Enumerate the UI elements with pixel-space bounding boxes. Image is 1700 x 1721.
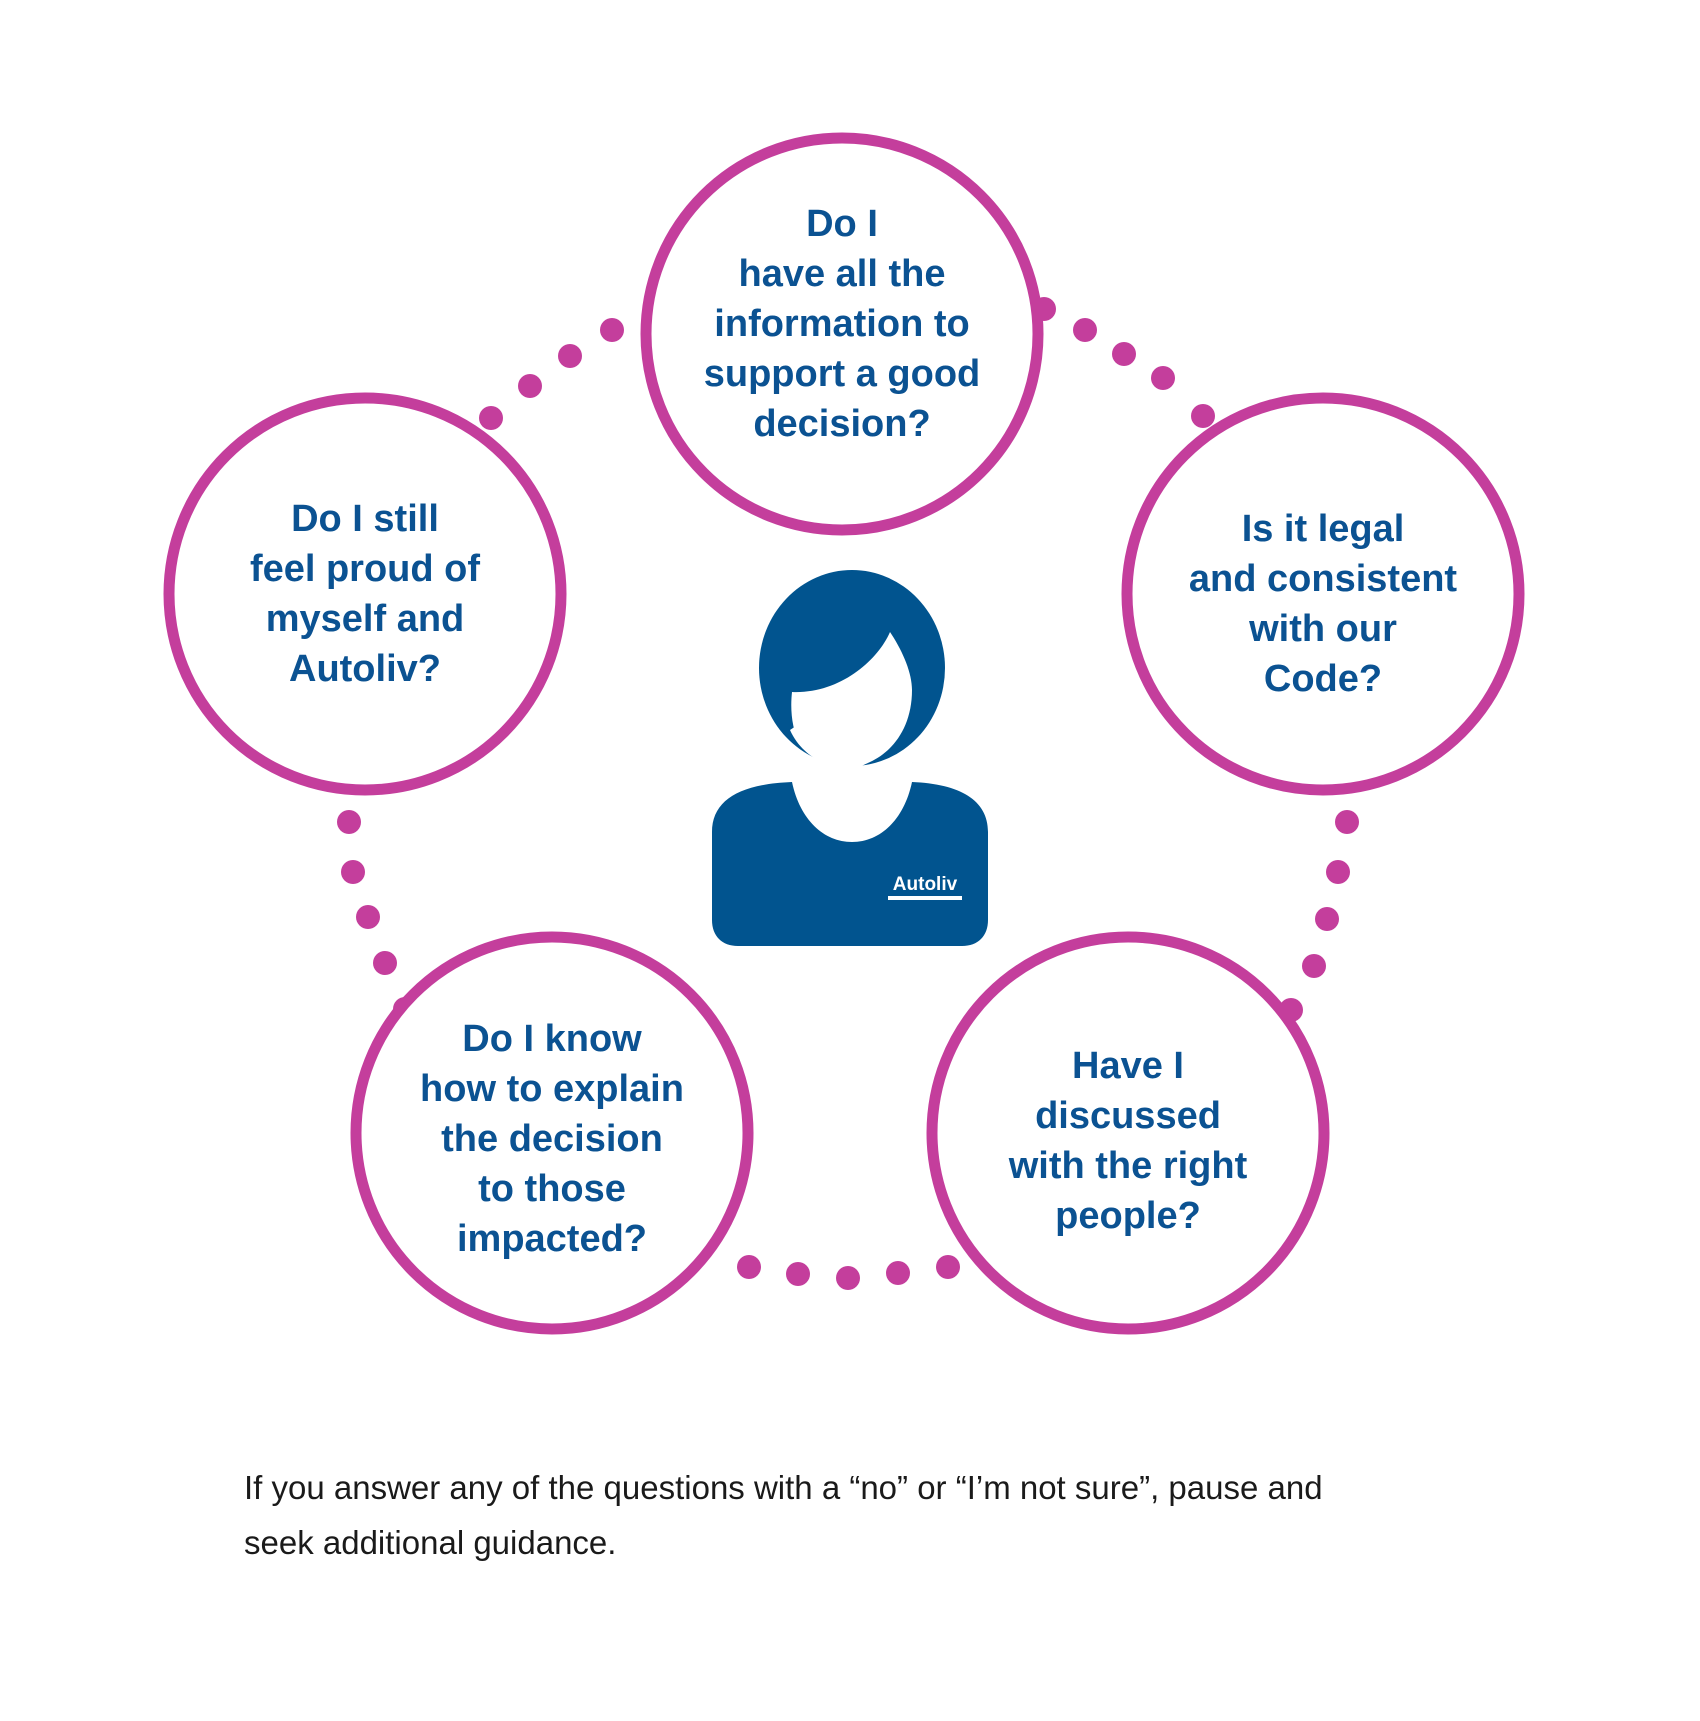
connector-dot [558, 344, 582, 368]
connector-dot [1315, 907, 1339, 931]
connector-dot [518, 374, 542, 398]
question-line: how to explain [420, 1068, 684, 1110]
question-bottom-left: Do I know how to explain the decision to th… [350, 931, 754, 1335]
connector-dot [786, 1262, 810, 1286]
question-line: Is it legal [1242, 508, 1405, 550]
question-line: impacted? [457, 1218, 647, 1260]
connector-dot [600, 318, 624, 342]
question-line: Code? [1264, 658, 1382, 700]
question-line: the decision [441, 1118, 663, 1160]
question-line: support a good [704, 353, 981, 395]
question-line: with the right [1008, 1145, 1248, 1187]
question-circle [640, 132, 1044, 536]
connector-dot [337, 810, 361, 834]
question-line: decision? [753, 403, 930, 445]
question-line: Do I still [291, 498, 439, 540]
question-line: Do I [806, 203, 878, 245]
connector-dot [836, 1266, 860, 1290]
question-line: Do I know [462, 1018, 642, 1060]
autoliv-badge: Autoliv [893, 874, 958, 895]
person-icon: Autoliv [712, 570, 988, 946]
question-line: to those [478, 1168, 626, 1210]
person-neck-left [790, 726, 836, 768]
guidance-note-line-1: If you answer any of the questions with … [244, 1469, 1323, 1506]
question-circle [1121, 392, 1525, 796]
connector-dot [1151, 366, 1175, 390]
question-top: Do I have all the information to support a … [640, 132, 1044, 536]
question-line: have all the [739, 253, 946, 295]
question-line: feel proud of [250, 548, 480, 590]
question-line: information to [714, 303, 969, 345]
question-text: Do I know how to explain the decision to th… [420, 1018, 684, 1260]
question-bottom-right: Have I discussed with the right people? [926, 931, 1330, 1335]
question-line: Have I [1072, 1045, 1184, 1087]
question-line: with our [1248, 608, 1397, 650]
question-circle [350, 931, 754, 1335]
connector-dot [936, 1255, 960, 1279]
connector-dot [1191, 404, 1215, 428]
question-line: people? [1055, 1195, 1201, 1237]
question-circle [926, 931, 1330, 1335]
question-line: discussed [1035, 1095, 1221, 1137]
connector-dot [373, 951, 397, 975]
connector-dot [1073, 318, 1097, 342]
connector-dot [479, 406, 503, 430]
autoliv-badge-underline [888, 896, 962, 900]
connector-dot [1335, 810, 1359, 834]
guidance-note: If you answer any of the questions with … [244, 1460, 1504, 1570]
connector-dot [341, 860, 365, 884]
guidance-note-line-2: seek additional guidance. [244, 1524, 617, 1561]
connector-dot [737, 1255, 761, 1279]
question-line: Autoliv? [289, 648, 441, 690]
connector-dot [886, 1261, 910, 1285]
question-circles: Do I have all the information to support a … [163, 132, 1525, 1335]
decision-diagram: Do I have all the information to support a … [163, 132, 1525, 1335]
question-line: myself and [266, 598, 465, 640]
question-circle [163, 392, 567, 796]
person-face [791, 632, 912, 770]
connector-dot [1302, 954, 1326, 978]
question-line: and consistent [1189, 558, 1457, 600]
connector-dots [337, 297, 1359, 1290]
connector-dot [1326, 860, 1350, 884]
connector-dot [356, 905, 380, 929]
person-body [712, 782, 988, 946]
question-text: Have I discussed with the right people? [1008, 1045, 1248, 1237]
connector-dot [1112, 342, 1136, 366]
question-text: Do I have all the information to support a … [704, 203, 981, 445]
